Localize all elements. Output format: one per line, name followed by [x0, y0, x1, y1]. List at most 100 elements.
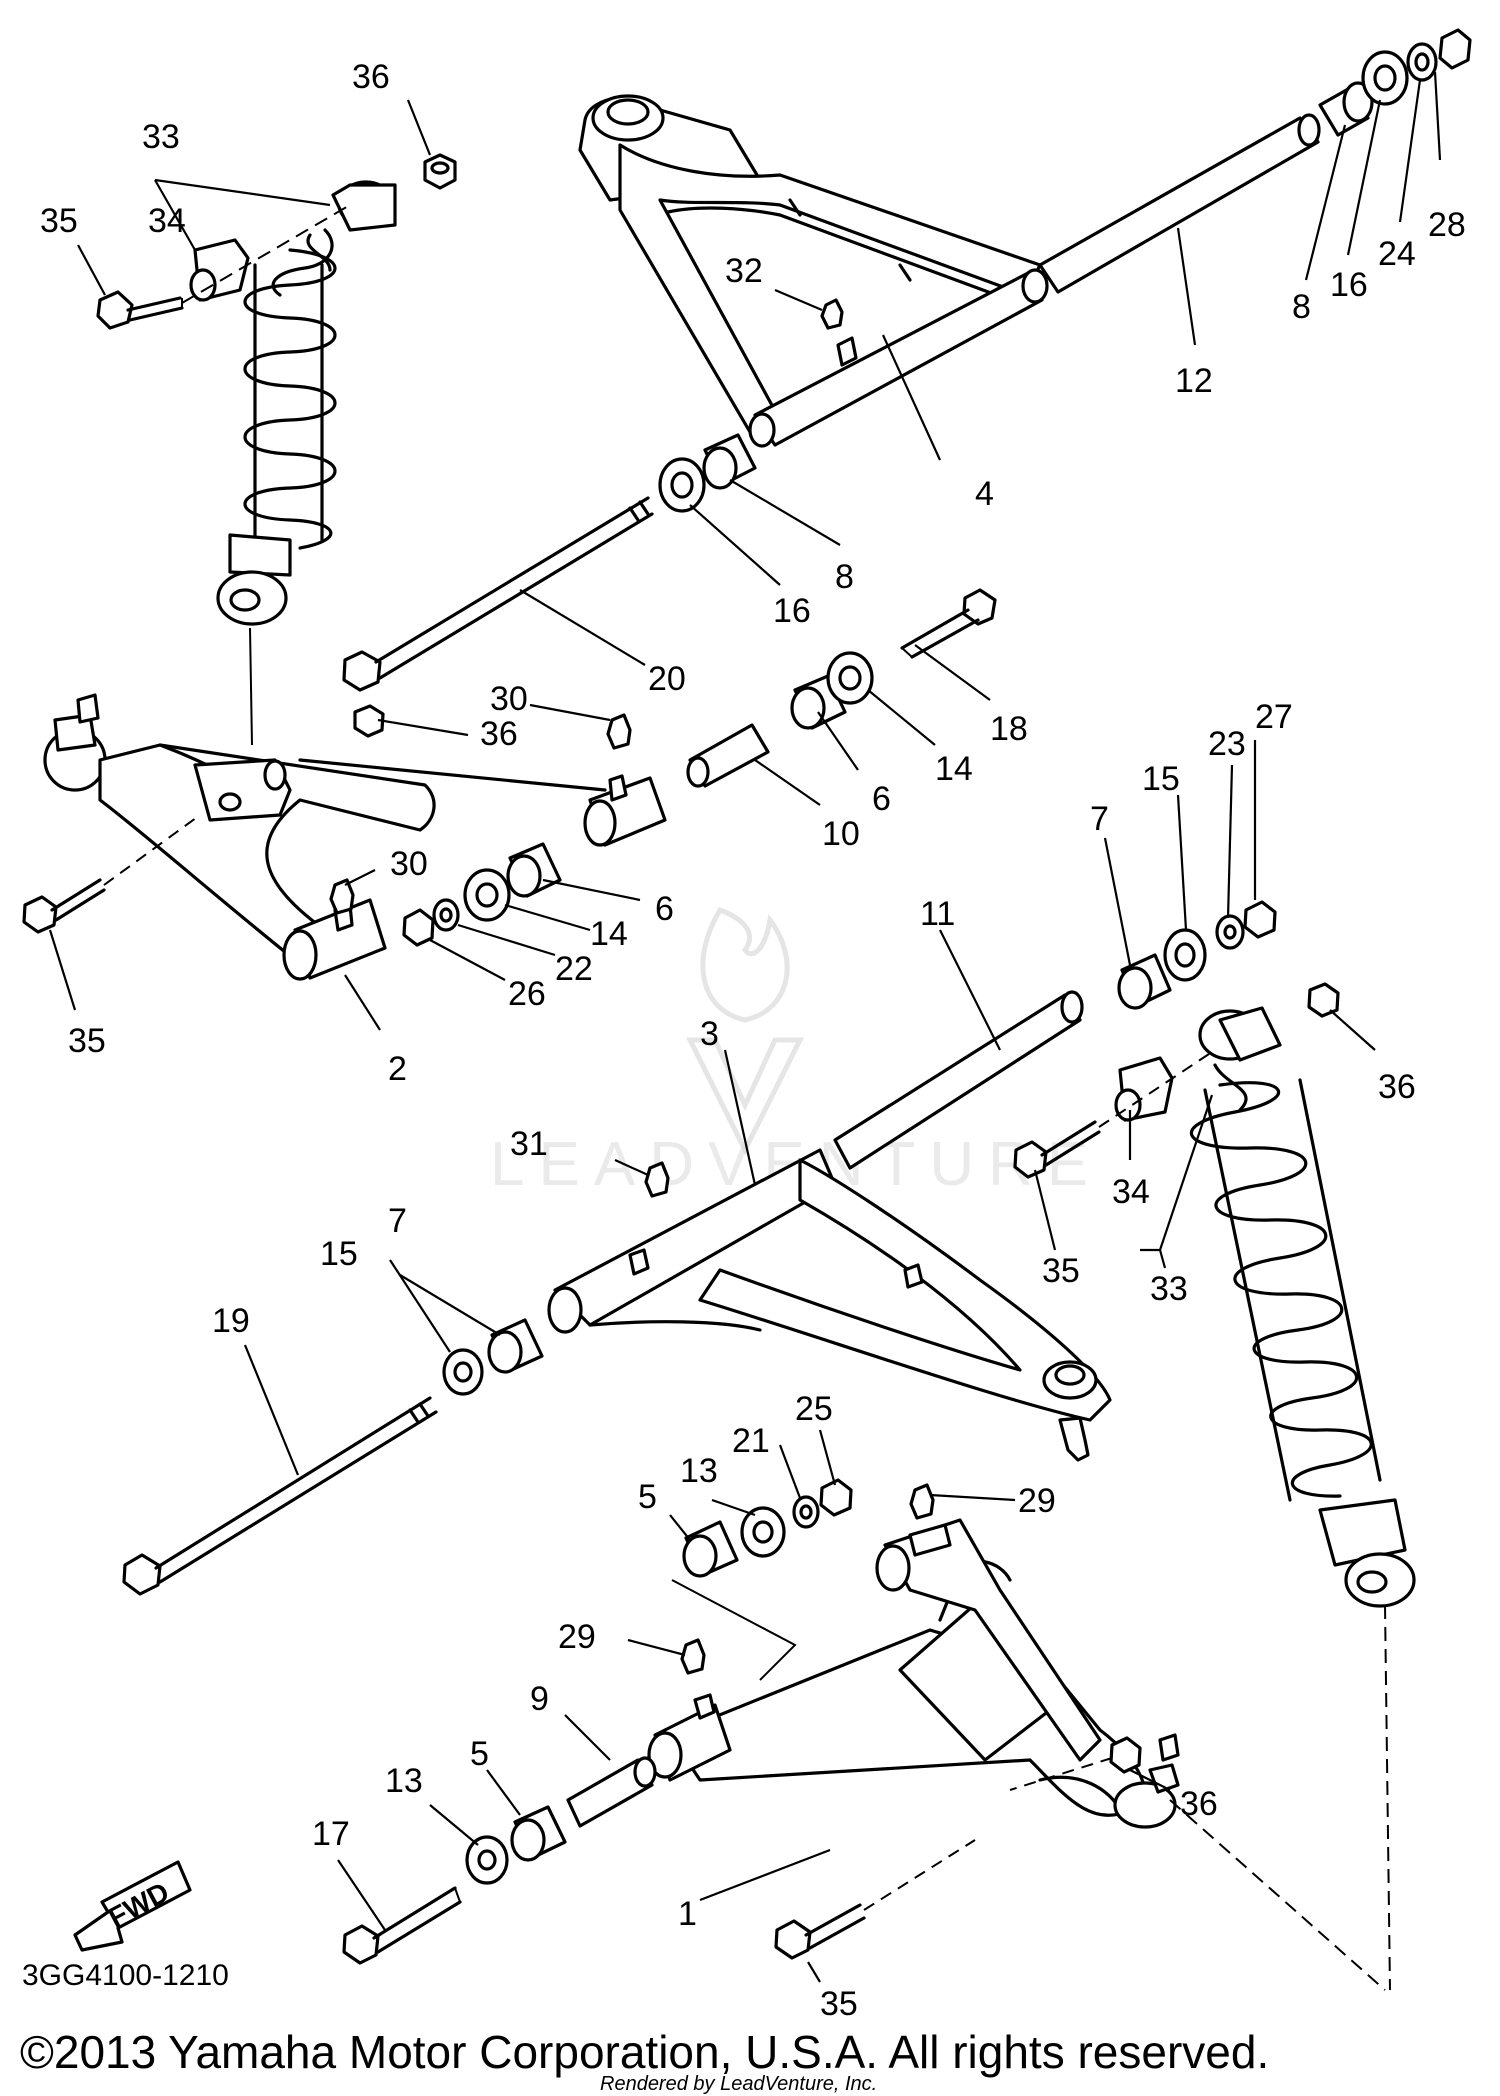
part-bushing-34-top	[189, 238, 250, 302]
lower-a-arm-1	[647, 1518, 1386, 1991]
part-bushing-6-lower	[506, 842, 562, 898]
part-bolt-17	[342, 1886, 462, 1965]
callout-34: 34	[1112, 1173, 1150, 1211]
right-shock-absorber	[1189, 1006, 1416, 1991]
callout-8: 8	[1292, 288, 1311, 326]
callout-16: 16	[1330, 266, 1368, 304]
part-bushing-7-lower	[487, 1318, 544, 1374]
callout-36: 36	[480, 715, 518, 753]
part-tube-9	[566, 1756, 657, 1828]
part-bushing-8-mid	[702, 433, 757, 490]
part-washer-23	[1215, 914, 1245, 950]
callout-11: 11	[920, 895, 955, 933]
callout-20: 20	[648, 660, 686, 698]
callout-14: 14	[935, 750, 973, 788]
callout-28: 28	[1428, 206, 1466, 244]
part-bolt-18	[900, 588, 997, 659]
callout-15: 15	[1142, 760, 1180, 798]
part-grease-nipple-30-upper	[606, 713, 632, 750]
callout-15: 15	[320, 1235, 358, 1273]
copyright-notice: ©2013 Yamaha Motor Corporation, U.S.A. A…	[20, 2026, 1269, 2078]
part-grease-nipple-29-upper	[909, 1483, 935, 1520]
callout-17: 17	[312, 1815, 350, 1853]
callout-25: 25	[795, 1390, 833, 1428]
part-nut-28	[1438, 28, 1472, 70]
part-bolt-35-bottom	[774, 1839, 976, 1960]
callout-14: 14	[590, 915, 628, 953]
callout-19: 19	[212, 1302, 250, 1340]
part-seal-16-mid	[658, 457, 706, 513]
part-washer-21	[792, 1495, 820, 1529]
diagram-code: 3GG4100-1210	[22, 1959, 229, 1992]
part-nut-36-mid	[353, 704, 385, 738]
callout-35: 35	[820, 1985, 858, 2023]
callout-8: 8	[835, 558, 854, 596]
part-washer-24	[1406, 42, 1438, 82]
part-seal-14-upper	[826, 651, 874, 705]
part-seal-13-lower	[465, 1835, 509, 1885]
callout-9: 9	[530, 1680, 549, 1718]
part-grease-nipple-29-lower	[680, 1638, 706, 1675]
callout-36: 36	[1378, 1068, 1416, 1106]
part-bolt-20	[342, 496, 654, 692]
callout-29: 29	[558, 1618, 596, 1656]
part-nut-36-top	[423, 153, 457, 190]
callout-35: 35	[68, 1022, 106, 1060]
rendered-by-credit: Rendered by LeadVenture, Inc.	[600, 2073, 877, 2095]
part-seal-14-lower	[463, 868, 511, 922]
callout-23: 23	[1208, 725, 1246, 763]
part-seal-15-lower	[442, 1348, 484, 1396]
callout-18: 18	[990, 710, 1028, 748]
part-tube-11	[833, 990, 1084, 1170]
part-grease-nipple-31	[644, 1161, 670, 1198]
callout-36: 36	[352, 58, 390, 96]
callout-13: 13	[385, 1762, 423, 1800]
leader-lines	[48, 71, 1442, 1983]
callout-35: 35	[1042, 1252, 1080, 1290]
callout-16: 16	[773, 592, 811, 630]
callout-6: 6	[872, 780, 891, 818]
callout-27: 27	[1255, 698, 1293, 736]
callout-5: 5	[470, 1735, 489, 1773]
part-seal-15-upper	[1163, 928, 1207, 982]
callout-36: 36	[1180, 1785, 1218, 1823]
watermark-logo	[685, 906, 805, 1156]
callout-1: 1	[678, 1895, 697, 1933]
part-nut-36-right	[1307, 982, 1340, 1018]
callout-4: 4	[975, 475, 994, 513]
part-bolt-35-right	[1013, 1049, 1216, 1179]
part-bushing-7-upper	[1117, 953, 1172, 1010]
part-nut-27	[1243, 900, 1277, 939]
callout-10: 10	[822, 815, 860, 853]
bracket-lower-left	[671, 1579, 797, 1681]
part-seal-16-top-right	[1361, 50, 1409, 106]
part-bushing-5-lower	[510, 1805, 567, 1862]
callout-7: 7	[1090, 800, 1109, 838]
callout-7: 7	[388, 1202, 407, 1240]
left-shock-absorber	[216, 180, 397, 746]
part-bushing-5-upper	[682, 1520, 739, 1578]
callout-30: 30	[390, 845, 428, 883]
part-bolt-35-mid	[22, 814, 201, 934]
callout-33: 33	[1150, 1270, 1188, 1308]
callout-5: 5	[638, 1478, 657, 1516]
part-washer-22	[432, 898, 460, 932]
part-nut-26	[402, 908, 435, 947]
callout-labels: 36 33 34 35 32 28 24 16 8 12 4 8 16 20 1…	[40, 58, 1466, 2023]
part-nut-36-lower	[1009, 1736, 1142, 1791]
callout-29: 29	[1018, 1482, 1056, 1520]
callout-6: 6	[655, 890, 674, 928]
callout-30: 30	[490, 680, 528, 718]
part-bolt-35-top	[96, 204, 351, 330]
callout-21: 21	[732, 1422, 770, 1460]
part-grease-nipple-30-lower	[329, 878, 355, 915]
callout-22: 22	[555, 950, 593, 988]
part-seal-13-upper	[740, 1506, 786, 1558]
part-tube-10	[686, 723, 770, 788]
callout-3: 3	[700, 1015, 719, 1053]
callout-2: 2	[388, 1050, 407, 1088]
callout-32: 32	[725, 252, 763, 290]
part-bolt-19	[122, 1396, 438, 1596]
part-grease-nipple-32	[820, 298, 844, 330]
